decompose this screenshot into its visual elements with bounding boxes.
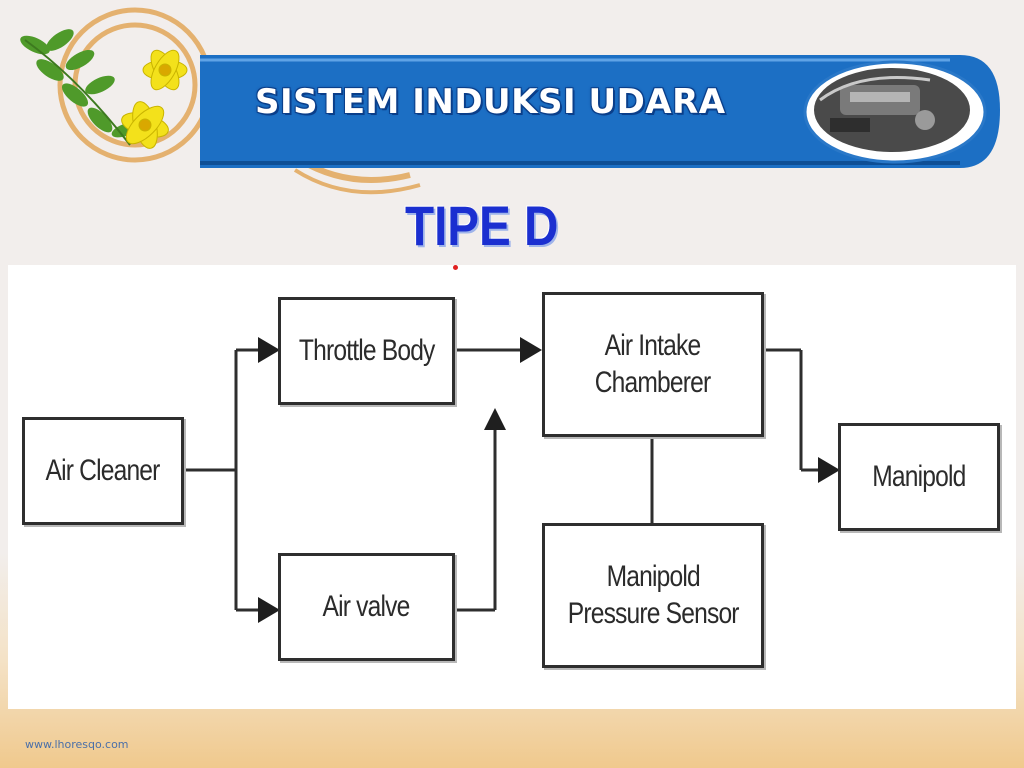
leaf-flower-logo xyxy=(20,29,188,149)
node-manipold: Manipold xyxy=(838,423,1000,531)
diagram-panel: Air Cleaner Throttle Body Air valve Air … xyxy=(8,265,1016,709)
node-air-cleaner: Air Cleaner xyxy=(22,417,184,525)
block-diagram-connectors xyxy=(182,337,840,623)
flower-icon xyxy=(121,101,169,149)
arrowhead-air-valve-up xyxy=(484,408,506,430)
engine-photo-icon xyxy=(803,60,987,164)
red-dot-marker xyxy=(453,265,458,270)
title-banner xyxy=(200,55,1000,168)
node-air-intake-chamberer: Air Intake Chamberer xyxy=(542,292,764,437)
arrowhead-air-valve xyxy=(258,597,280,623)
arrowhead-manipold xyxy=(818,457,840,483)
node-throttle-body: Throttle Body xyxy=(278,297,455,405)
slide-subtitle: TIPE D xyxy=(405,194,559,257)
slide-title: SISTEM INDUKSI UDARA xyxy=(255,82,726,122)
node-manipold-pressure-sensor: Manipold Pressure Sensor xyxy=(542,523,764,668)
flower-icon xyxy=(142,49,188,91)
node-air-valve: Air valve xyxy=(278,553,455,661)
header-decoration xyxy=(20,7,1000,195)
arrowhead-air-intake xyxy=(520,337,542,363)
footer-url: www.lhoresqo.com xyxy=(25,738,129,751)
arrowhead-throttle-body xyxy=(258,337,280,363)
